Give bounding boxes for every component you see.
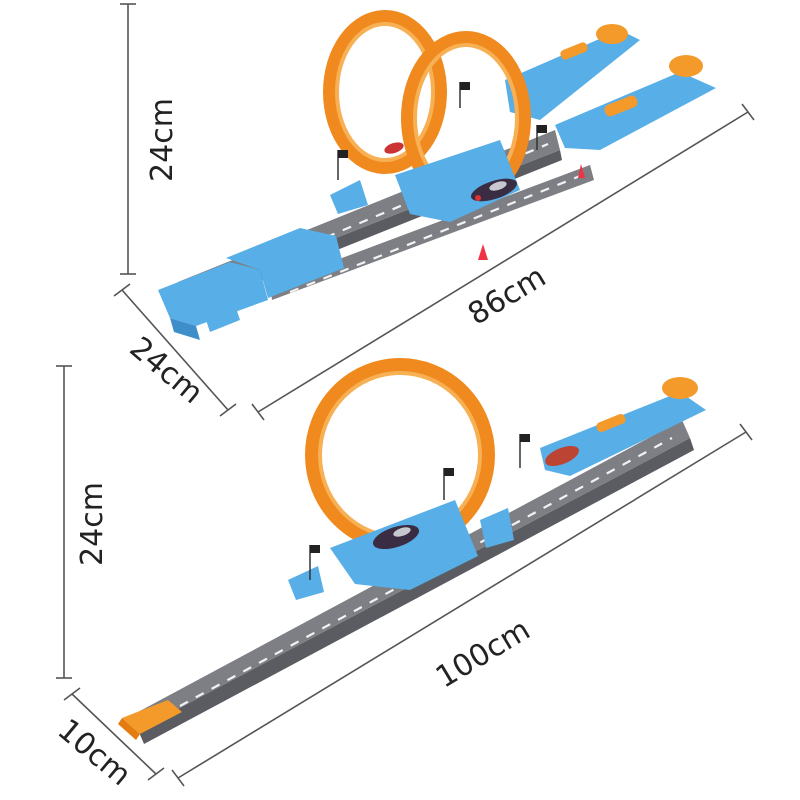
blue-ramp-left-2	[226, 228, 344, 298]
traffic-cone-2	[478, 244, 488, 260]
race-car-bottom-2	[545, 445, 579, 467]
launcher-slider	[604, 95, 638, 117]
width-dimension-line-bottom	[71, 693, 157, 775]
race-car-top-2	[384, 142, 404, 154]
bottom-length-label: 100cm	[430, 612, 536, 695]
loop-support	[330, 180, 368, 214]
road-surface-2	[270, 165, 594, 300]
checkered-flag-2	[459, 82, 470, 108]
top-length-label: 86cm	[462, 259, 552, 332]
loop-base-bottom	[330, 500, 478, 590]
checkered-flag-3	[536, 125, 547, 150]
blue-launcher-front	[555, 72, 716, 150]
launcher-slider-back	[560, 42, 588, 60]
top-width-label: 24cm	[123, 330, 210, 411]
launcher-button-bottom	[662, 377, 698, 399]
launcher-slider-bottom	[596, 413, 626, 433]
loop-support-bottom	[288, 566, 324, 600]
traffic-cone	[578, 164, 585, 178]
race-car-bottom	[372, 524, 420, 550]
launcher-button-front	[669, 55, 703, 77]
checkered-flag-b2	[443, 468, 454, 500]
length-dimension-line	[257, 111, 749, 413]
double-loop-track-set	[158, 10, 716, 340]
loop-base	[395, 140, 520, 222]
loop-inner-edge	[335, 22, 435, 162]
orange-end-ramp-edge	[118, 718, 140, 740]
race-car-top	[471, 178, 517, 202]
bottom-height-label: 24cm	[75, 482, 110, 566]
blue-ramp-stand	[200, 290, 240, 332]
orange-loop-back	[323, 10, 447, 174]
loop-support-bottom-2	[480, 508, 514, 548]
launcher-button-back	[596, 24, 628, 44]
single-loop-track-set	[118, 358, 706, 744]
blue-launcher-bottom	[540, 392, 706, 476]
blue-ramp-left-edge	[170, 318, 200, 340]
road-side-bottom	[138, 438, 694, 744]
width-dimension-line	[121, 289, 229, 411]
length-dimension-line-bottom	[177, 431, 747, 779]
checkered-flag-b1	[309, 545, 320, 580]
blue-launcher-back	[505, 30, 640, 120]
blue-ramp-left	[158, 262, 268, 326]
orange-end-ramp	[122, 700, 182, 734]
checkered-flag-b3	[519, 434, 530, 468]
top-height-label: 24cm	[145, 98, 180, 182]
checkered-flag-1	[337, 150, 348, 180]
road-dash-bottom	[179, 437, 673, 707]
